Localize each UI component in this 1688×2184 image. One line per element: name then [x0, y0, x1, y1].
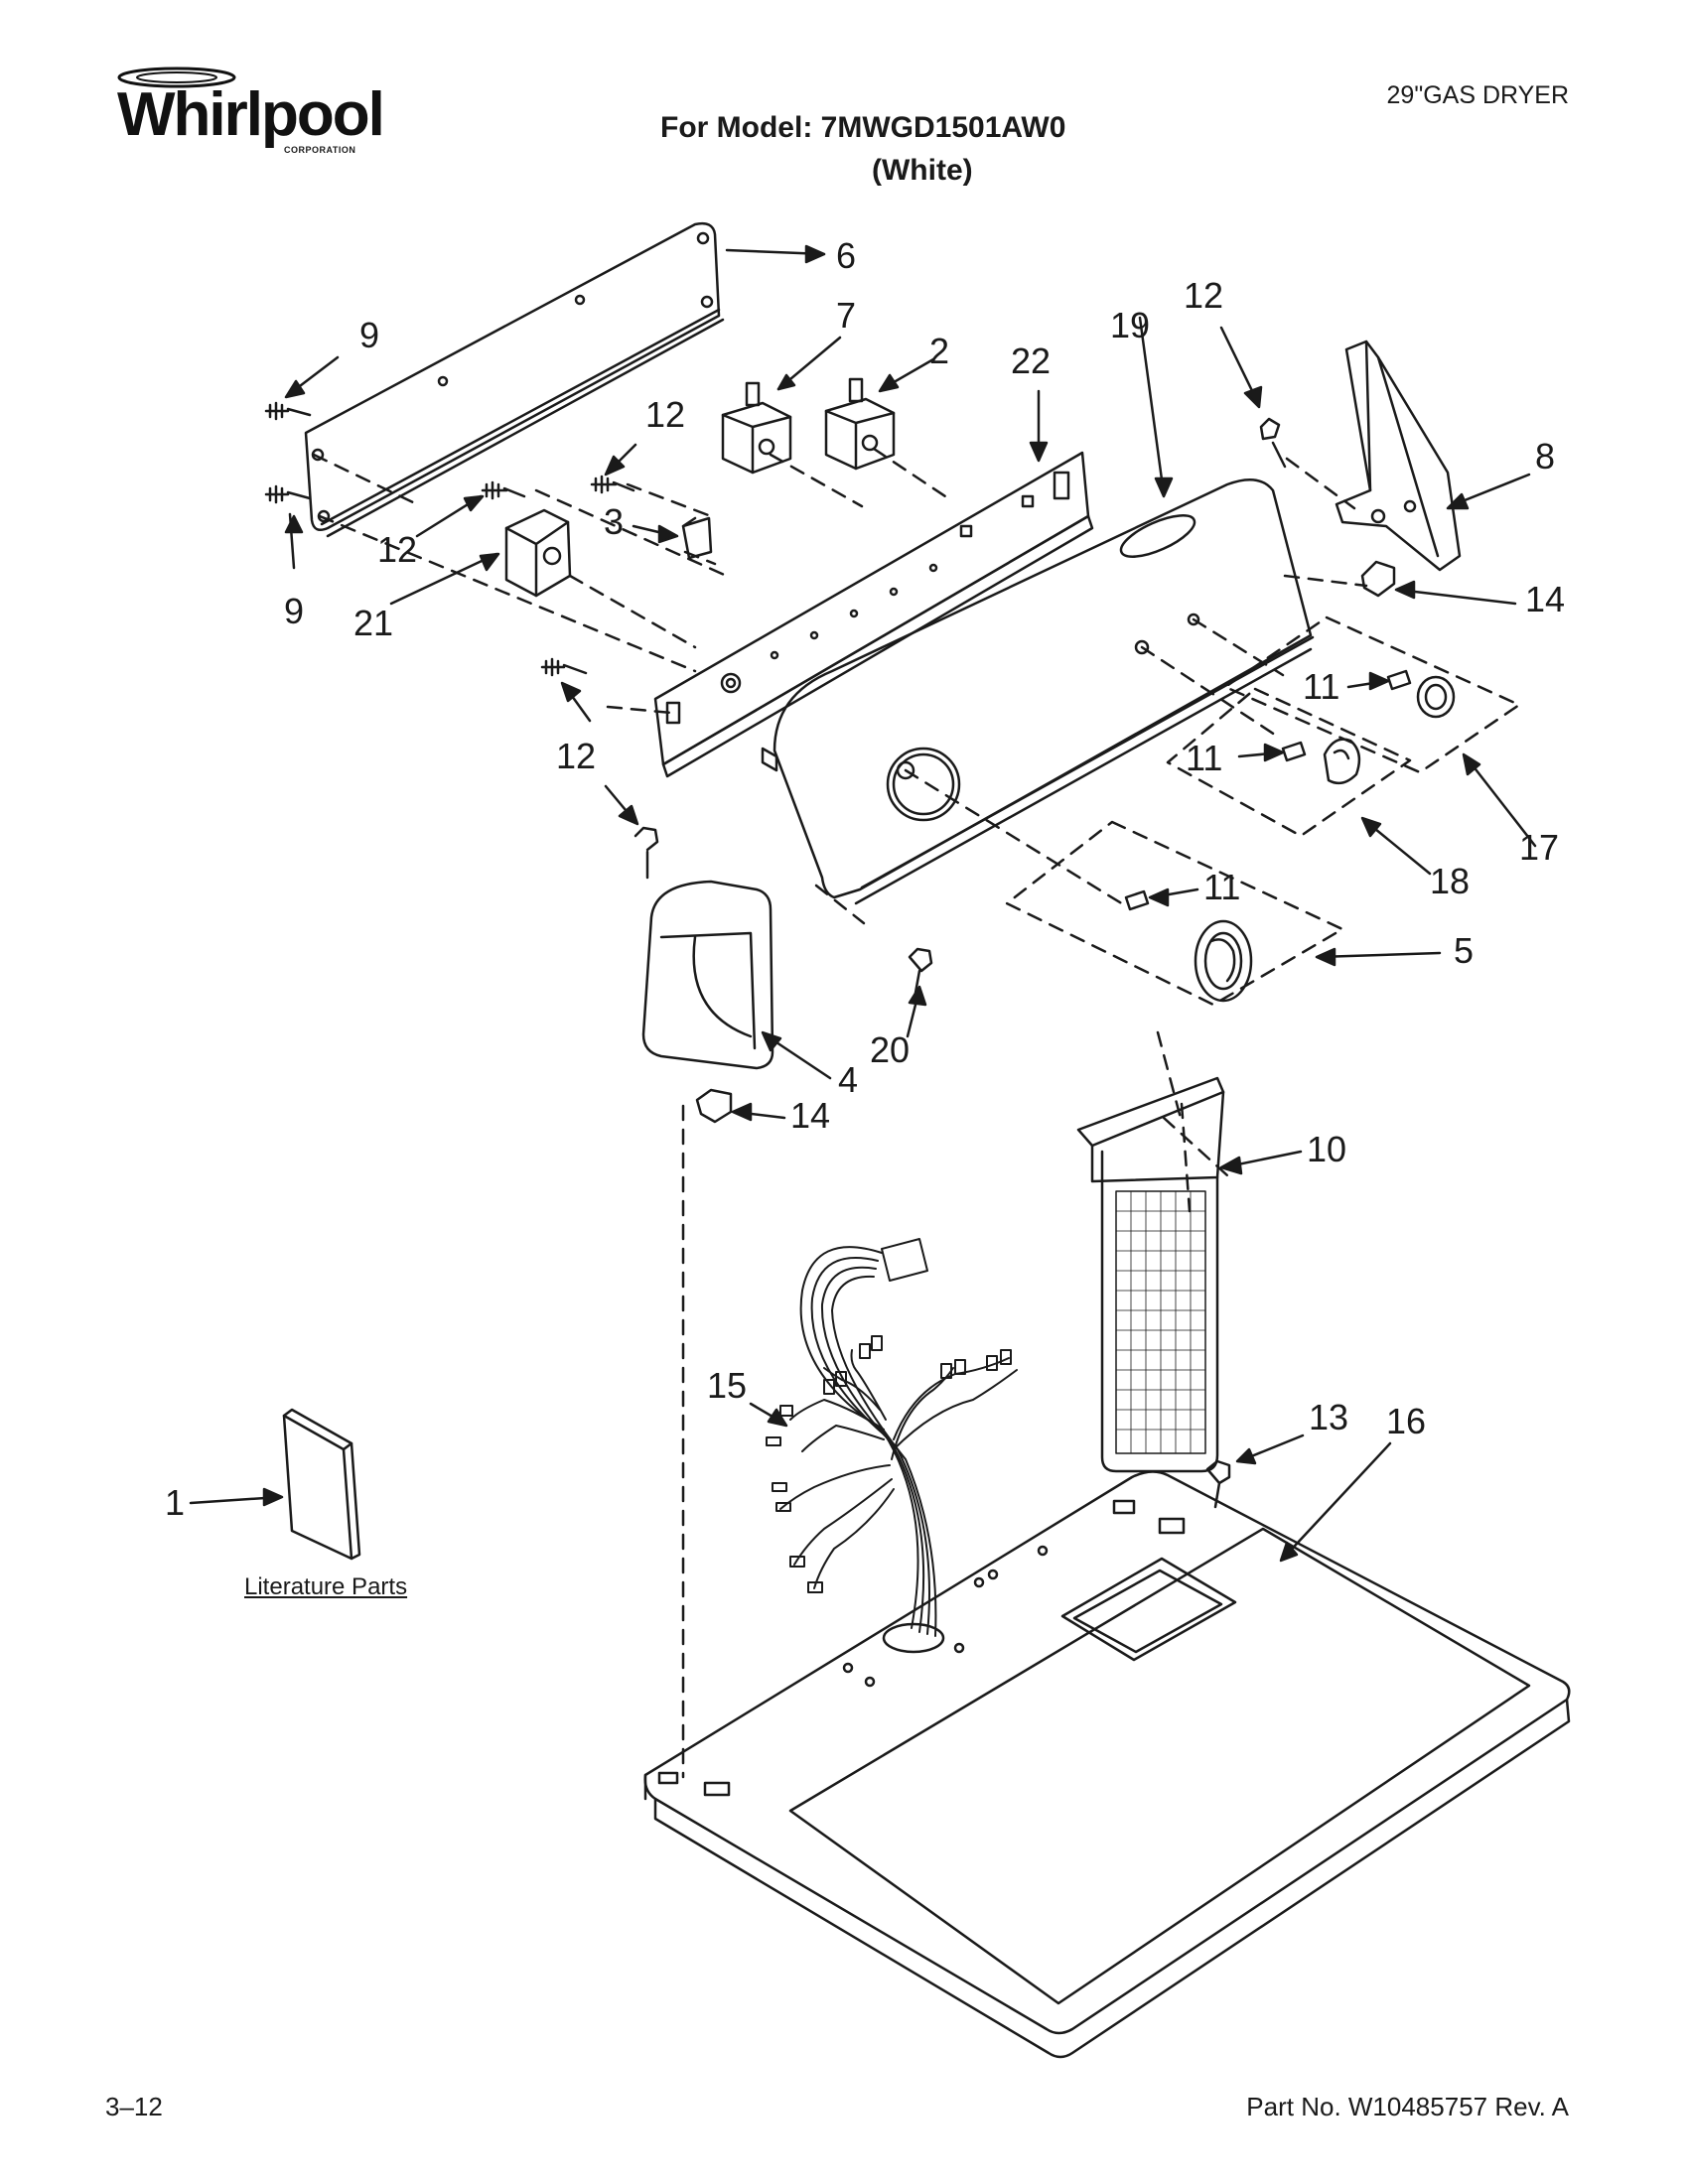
callout-11c: 11 — [1203, 867, 1241, 907]
callout-12a: 12 — [1184, 275, 1224, 316]
part-7-switch — [721, 381, 792, 475]
part-1-literature — [282, 1408, 361, 1561]
assembly-lines — [312, 447, 1521, 1779]
part-2-switch — [824, 377, 896, 471]
part-19-console — [761, 478, 1315, 905]
callout-8: 8 — [1535, 436, 1556, 477]
logo-swirl-icon — [117, 67, 236, 88]
callout-22: 22 — [1011, 341, 1052, 381]
leader-19 — [1138, 316, 1166, 496]
callout-17: 17 — [1519, 827, 1560, 868]
leader-17 — [1464, 754, 1537, 848]
part-17-knob — [1416, 675, 1456, 719]
callout-18: 18 — [1430, 861, 1471, 901]
callout-9b: 9 — [284, 591, 305, 631]
part-12-screw-d — [540, 657, 588, 677]
callout-3: 3 — [604, 501, 625, 542]
part-21-timer — [504, 508, 572, 598]
callout-10: 10 — [1307, 1129, 1347, 1169]
callout-11a: 11 — [1303, 666, 1340, 707]
part-12-screw-a — [1259, 417, 1287, 469]
part-number: Part No. W10485757 Rev. A — [1246, 2092, 1569, 2121]
brand-sub: CORPORATION — [284, 145, 356, 155]
callout-19: 19 — [1110, 305, 1151, 345]
leader-5 — [1317, 951, 1442, 959]
brand-name: Whirlpool — [117, 80, 385, 149]
callout-12b: 12 — [645, 394, 686, 435]
part-18-knob — [1323, 738, 1361, 785]
part-11-pin-b — [1281, 741, 1307, 762]
part-12-screw-c — [590, 475, 635, 494]
part-12-screw-e — [633, 826, 659, 880]
callout-4: 4 — [838, 1059, 859, 1100]
page-code: 3–12 — [105, 2092, 163, 2121]
callout-16: 16 — [1386, 1401, 1427, 1441]
product-title: 29"GAS DRYER — [1386, 81, 1569, 109]
part-3-bracket — [681, 516, 713, 560]
leader-21 — [389, 552, 498, 606]
part-22-console-panel — [653, 451, 1094, 778]
leader-14a — [1396, 588, 1517, 606]
callout-12c: 12 — [377, 529, 418, 570]
part-12-screw-b — [481, 480, 526, 500]
part-6-rear-bracket — [304, 221, 725, 538]
callout-11b: 11 — [1186, 738, 1223, 778]
literature-parts-label: Literature Parts — [244, 1573, 408, 1600]
part-4-end-cap — [641, 880, 774, 1070]
model-line: For Model: 7MWGD1501AW0 — [660, 111, 1066, 144]
part-11-pin-a — [1386, 669, 1412, 691]
callout-7: 7 — [836, 295, 857, 336]
callout-6: 6 — [836, 235, 857, 276]
part-14-clip-b — [695, 1088, 733, 1124]
callout-2: 2 — [929, 331, 950, 371]
whirlpool-logo: Whirlpool CORPORATION — [117, 58, 385, 167]
leader-16 — [1281, 1441, 1392, 1561]
part-11-pin-c — [1124, 889, 1150, 911]
callout-14a: 14 — [1525, 579, 1566, 619]
callout-20: 20 — [870, 1029, 911, 1070]
callout-14b: 14 — [790, 1095, 831, 1136]
part-20-screw — [908, 947, 933, 995]
color-line: (White) — [872, 154, 973, 187]
callout-13: 13 — [1309, 1397, 1349, 1437]
part-16-top-panel — [643, 1470, 1571, 2059]
callout-15: 15 — [707, 1365, 748, 1406]
part-14-clip-a — [1360, 560, 1396, 598]
callout-1: 1 — [165, 1482, 186, 1523]
callout-21: 21 — [353, 603, 394, 643]
part-5-knob — [1194, 919, 1253, 1003]
part-10-lint-screen — [1076, 1076, 1225, 1473]
part-13-screw — [1205, 1459, 1231, 1509]
part-8-end-cap — [1335, 340, 1462, 572]
part-9-screws — [264, 401, 312, 504]
callout-9a: 9 — [359, 315, 380, 355]
callout-12d: 12 — [556, 736, 597, 776]
part-15-wire-harness — [766, 1238, 1018, 1637]
callout-5: 5 — [1454, 930, 1475, 971]
